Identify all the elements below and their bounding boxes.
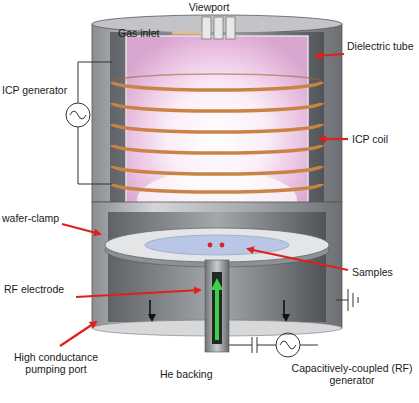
- ground-symbol: [336, 289, 358, 311]
- wafer-clamp-label: wafer-clamp: [2, 212, 66, 224]
- dielectric-tube-label: Dielectric tube: [347, 40, 417, 52]
- rf-electrode-stem: [205, 260, 229, 352]
- icp-coil-label: ICP coil: [352, 133, 412, 145]
- viewport-label: Viewport: [179, 1, 239, 13]
- pumping-arrows: [150, 300, 284, 318]
- leader-arrows: [60, 54, 348, 346]
- gas-inlet-pipe: [172, 17, 235, 39]
- samples-label: Samples: [352, 266, 412, 278]
- he-backing-label: He backing: [160, 368, 222, 380]
- rf-electrode-label: RF electrode: [4, 283, 78, 295]
- pumping-port-label: High conductance pumping port: [4, 351, 108, 375]
- gas-inlet-label: Gas inlet: [118, 27, 170, 39]
- rf-generator-label: Capacitively-coupled (RF) generator: [290, 362, 414, 386]
- icp-generator-circuit: [66, 62, 112, 184]
- icp-generator-label: ICP generator: [2, 84, 76, 96]
- icp-coil: [112, 74, 322, 192]
- rf-generator-circuit: [229, 333, 318, 357]
